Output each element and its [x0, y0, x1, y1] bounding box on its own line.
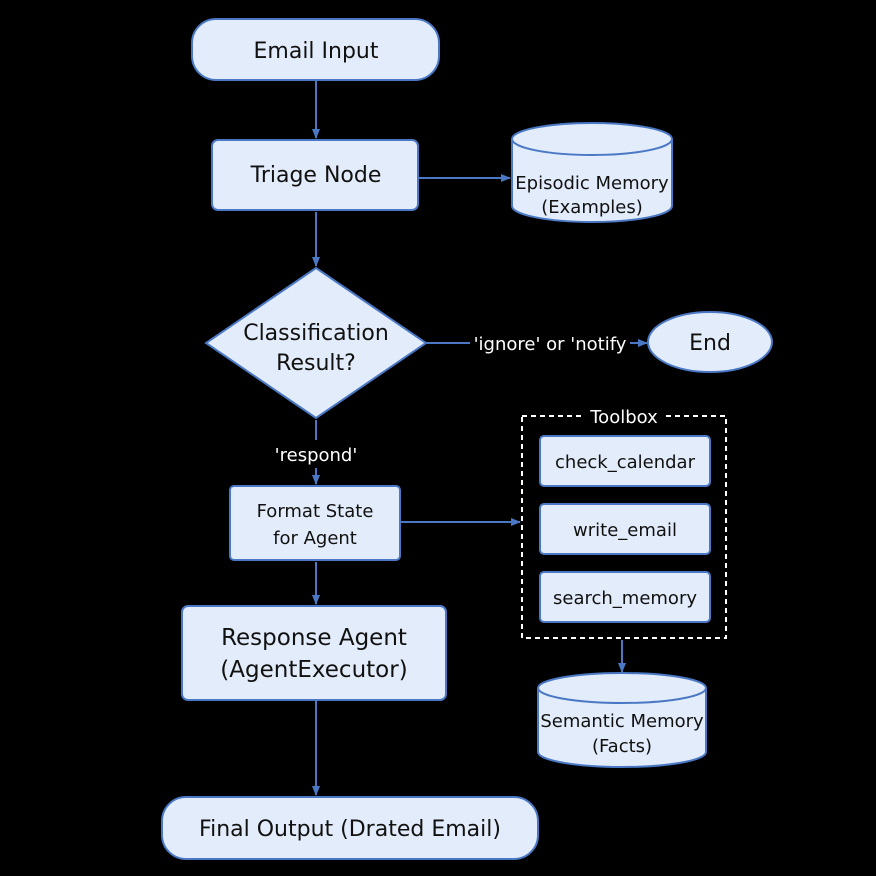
episodic-memory-label-line1: Episodic Memory [515, 173, 669, 194]
connectors [312, 80, 648, 796]
semantic-memory-label-line2: (Facts) [592, 736, 652, 757]
tool-check-calendar-label: check_calendar [555, 452, 696, 473]
tool-write-email: write_email [539, 503, 711, 555]
classification-label-line2: Result? [276, 351, 356, 376]
semantic-memory-database: Semantic Memory (Facts) [537, 672, 707, 768]
tool-write-email-label: write_email [573, 520, 677, 541]
tool-search-memory-label: search_memory [553, 588, 697, 609]
response-agent-label-line1: Response Agent [221, 625, 407, 651]
semantic-memory-label-line1: Semantic Memory [540, 711, 704, 732]
toolbox-group: Toolbox check_calendar write_email searc… [521, 406, 727, 639]
response-agent-label-line2: (AgentExecutor) [220, 657, 407, 683]
toolbox-title: Toolbox [589, 407, 658, 428]
format-state-label-line1: Format State [257, 501, 374, 522]
triage-node: Triage Node [211, 139, 419, 211]
classification-decision: Classification Result? [204, 266, 428, 420]
final-output-node: Final Output (Drated Email) [161, 796, 539, 860]
triage-node-label: Triage Node [250, 163, 382, 188]
edge-label-respond: 'respond' [275, 445, 358, 466]
episodic-memory-database: Episodic Memory (Examples) [511, 122, 673, 223]
end-node: End [647, 311, 773, 373]
tool-search-memory: search_memory [539, 571, 711, 623]
email-input-node: Email Input [191, 18, 440, 81]
email-input-label: Email Input [254, 39, 379, 64]
episodic-memory-label-line2: (Examples) [541, 197, 643, 218]
format-state-node: Format State for Agent [229, 485, 401, 561]
response-agent-node: Response Agent (AgentExecutor) [181, 605, 447, 701]
tool-check-calendar: check_calendar [539, 435, 711, 487]
end-label: End [689, 331, 731, 356]
edge-label-ignore-notify: 'ignore' or 'notify [474, 334, 627, 355]
final-output-label: Final Output (Drated Email) [199, 817, 501, 842]
format-state-label-line2: for Agent [273, 528, 357, 549]
classification-label-line1: Classification [243, 321, 389, 346]
